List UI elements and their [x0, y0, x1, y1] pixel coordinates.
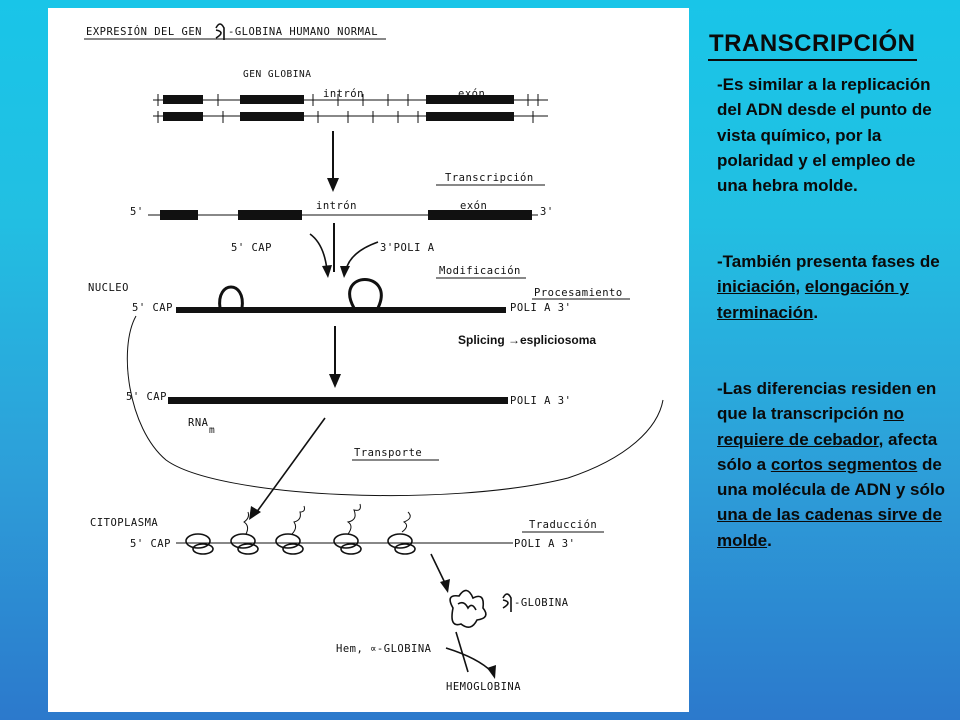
arrowhead-1 — [327, 178, 339, 192]
intron-label-2: intrón — [316, 200, 357, 212]
arrowhead-transport — [249, 506, 261, 520]
polya-arrow — [345, 241, 379, 271]
cytoplasm-label: CITOPLASMA — [90, 517, 158, 529]
arrow-to-hemoglobin-1 — [455, 631, 469, 673]
three-prime-label: 3' — [540, 206, 554, 218]
polya-arrowhead — [340, 266, 350, 278]
paragraph-differences: -Las diferencias residen en que la trans… — [717, 376, 949, 553]
paragraph-similarity-text: -Es similar a la replicación del ADN des… — [717, 75, 932, 196]
figure-header-right: -GLOBINA HUMANO NORMAL — [228, 26, 378, 38]
paragraph-phases: -También presenta fases de iniciación, e… — [717, 249, 949, 325]
cap-5-label: 5' CAP — [231, 242, 272, 254]
figure-canvas: EXPRESIÓN DEL GEN -GLOBINA HUMANO NORMAL… — [84, 23, 664, 693]
arrowhead-translation — [440, 579, 450, 593]
step-transport: Transporte — [354, 447, 422, 459]
p2-post: . — [813, 302, 819, 322]
term-short-segments: cortos segmentos — [770, 454, 918, 474]
arrowhead-hemoglobin — [487, 665, 496, 679]
cap-label-2: 5' CAP — [126, 391, 167, 403]
rna-label: RNA — [188, 417, 209, 429]
mrna-with-loops — [176, 278, 506, 313]
cap-arrowhead — [322, 265, 332, 278]
term-one-strand: una de las cadenas sirve de molde — [717, 505, 942, 550]
mature-mrna — [168, 397, 508, 404]
cap-label-3: 5' CAP — [130, 538, 171, 550]
paragraph-similarity: -Es similar a la replicación del ADN des… — [717, 72, 949, 198]
primary-transcript — [148, 210, 538, 220]
text-panel: TRANSCRIPCIÓN -Es similar a la replicaci… — [708, 24, 952, 704]
five-prime-label: 5' — [130, 206, 144, 218]
arrowhead-3 — [329, 374, 341, 388]
gene-globin-label: GEN GLOBINA — [243, 69, 311, 80]
splicing-note: Splicing →espliciosoma — [458, 333, 596, 347]
term-termination: terminación — [717, 302, 814, 322]
cap-arrow — [309, 233, 328, 271]
polya-3-label: 3'POLI A — [380, 242, 435, 254]
arrow-translation — [430, 553, 446, 584]
cap-label: 5' CAP — [132, 302, 173, 314]
step-translation: Traducción — [529, 519, 597, 531]
polya-label: POLI A 3' — [510, 302, 571, 314]
beta-symbol — [215, 23, 225, 40]
beta-symbol-2 — [502, 593, 512, 612]
p3-mid1: , afecta sólo a — [717, 429, 938, 474]
step-processing: Procesamiento — [534, 287, 623, 299]
dna-double-strand — [153, 94, 548, 123]
p3-post: . — [767, 530, 772, 550]
intron-label: intrón — [323, 88, 364, 100]
arrow-transport — [255, 417, 326, 514]
beta-globin-label: -GLOBINA — [514, 597, 569, 609]
nuclear-envelope — [126, 315, 664, 497]
polya-label-3: POLI A 3' — [514, 538, 575, 550]
alpha-globin-label: Hem, ∝-GLOBINA — [336, 643, 432, 655]
beta-globin-blob — [449, 589, 487, 628]
polya-label-2: POLI A 3' — [510, 395, 571, 407]
p2-pre: -También presenta fases de — [717, 252, 940, 271]
rna-subscript: m — [209, 425, 215, 436]
term-no-primer: no requiere de cebador — [717, 404, 905, 449]
step-modification: Modificación — [439, 265, 521, 277]
slide-title: TRANSCRIPCIÓN — [708, 30, 917, 61]
figure-header-left: EXPRESIÓN DEL GEN — [86, 25, 202, 38]
exon-label-2: exón — [460, 200, 487, 212]
step-transcription: Transcripción — [445, 172, 534, 184]
p3-pre: -Las diferencias residen en que la trans… — [717, 379, 937, 424]
term-initiation: iniciación, — [717, 277, 801, 297]
hemoglobin-label: HEMOGLOBINA — [446, 681, 521, 693]
ribosomes — [185, 503, 416, 555]
p3-mid2: de una molécula de ADN y sólo — [717, 454, 945, 500]
arrow-to-hemoglobin-2 — [445, 647, 493, 673]
gene-expression-figure: EXPRESIÓN DEL GEN -GLOBINA HUMANO NORMAL… — [48, 8, 689, 712]
nucleus-label: NUCLEO — [88, 282, 129, 294]
term-elongation: elongación y — [804, 277, 909, 297]
